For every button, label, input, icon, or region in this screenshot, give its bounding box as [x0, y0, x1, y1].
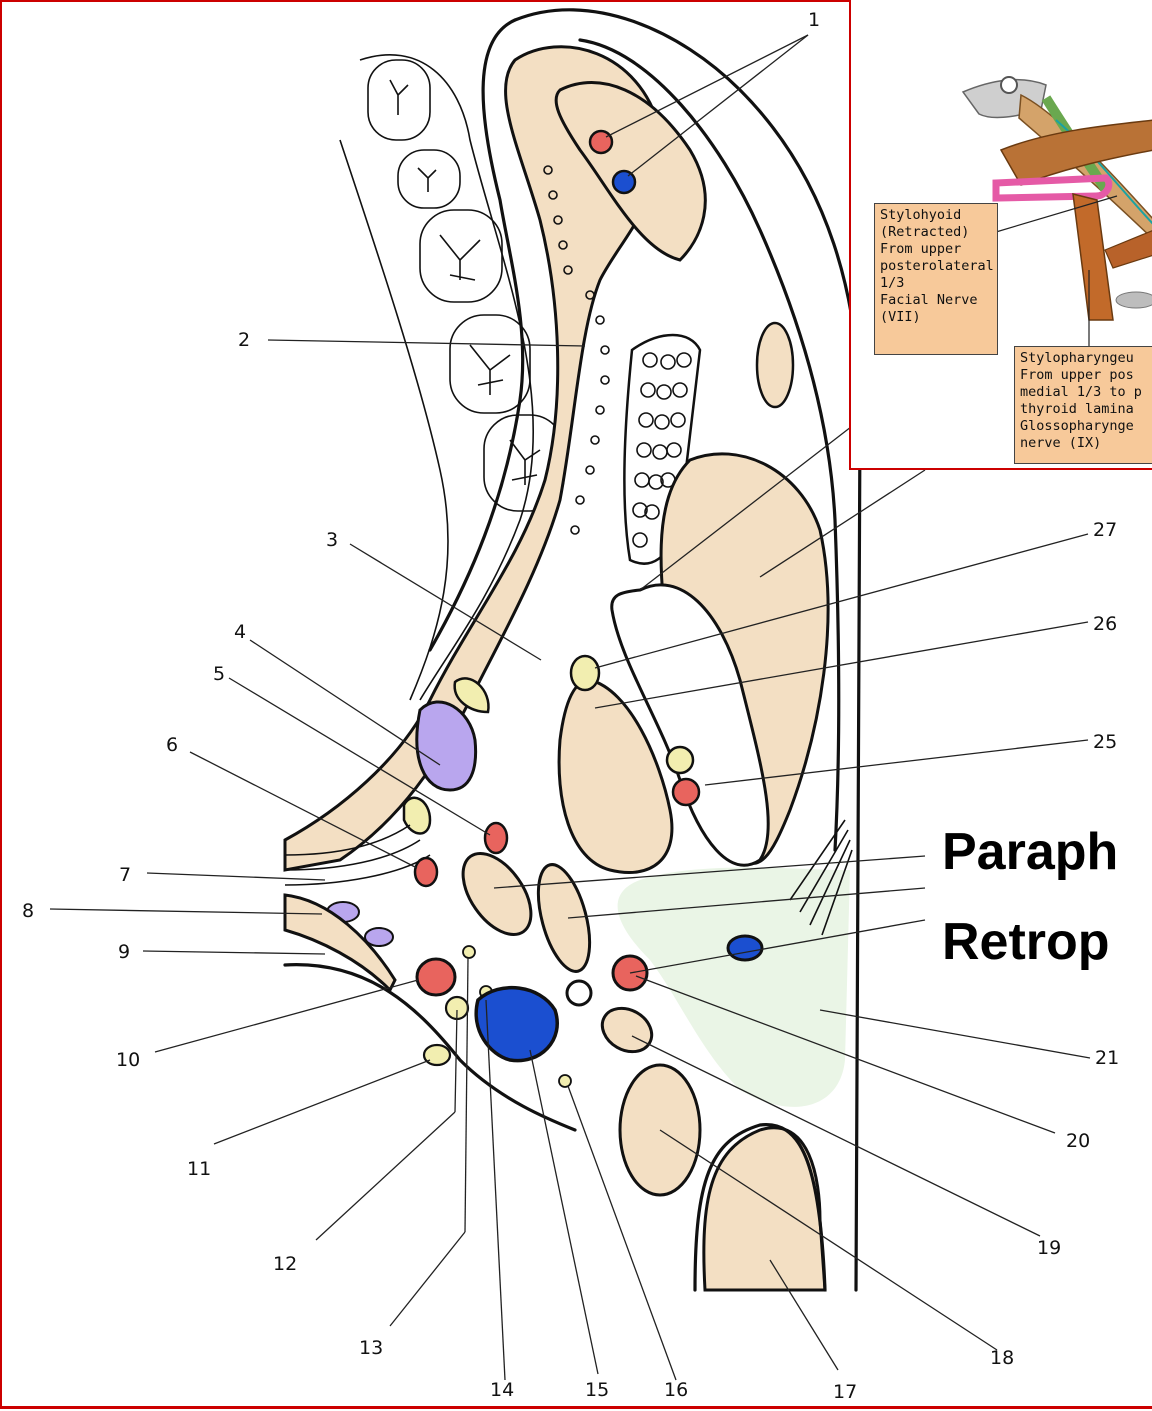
label-5: 5 [213, 663, 225, 685]
label-1: 1 [808, 9, 820, 31]
label-27: 27 [1093, 519, 1117, 541]
overlay-title-retropharyngeal: Retrop [942, 912, 1110, 972]
label-4: 4 [234, 621, 246, 643]
label-20: 20 [1066, 1130, 1090, 1152]
styloid-muscle-a [449, 841, 544, 946]
label-19: 19 [1037, 1237, 1061, 1259]
label-6: 6 [166, 734, 178, 756]
label-12: 12 [273, 1253, 297, 1275]
tooth-row-outline-inner [340, 140, 448, 700]
artery-5 [485, 823, 507, 853]
label-16: 16 [664, 1379, 688, 1401]
muscle-19 [594, 1000, 659, 1061]
nerve-16 [559, 1075, 571, 1087]
styloid-origin [1001, 77, 1017, 93]
label-21: 21 [1095, 1047, 1119, 1069]
label-17: 17 [833, 1381, 857, 1403]
node-mid [404, 798, 430, 834]
overlay-title-parapharyngeal: Paraph [942, 822, 1118, 882]
label-11: 11 [187, 1158, 211, 1180]
label-3: 3 [326, 529, 338, 551]
artery-1 [590, 131, 612, 153]
label-26: 26 [1093, 613, 1117, 635]
label-15: 15 [585, 1379, 609, 1401]
label-14: 14 [490, 1379, 514, 1401]
label-18: 18 [990, 1347, 1014, 1369]
tooth-4 [450, 315, 530, 413]
label-25: 25 [1093, 731, 1117, 753]
retractor-loop [996, 178, 1109, 198]
label-8: 8 [22, 900, 34, 922]
muscle-fragment [1105, 230, 1152, 268]
styloglossus-muscle [1001, 120, 1152, 185]
label-13: 13 [359, 1337, 383, 1359]
styloid-muscle-b [529, 859, 600, 977]
nerve-26 [571, 656, 599, 690]
nerve-25 [667, 747, 693, 773]
tooth-1 [368, 60, 430, 140]
small-muscle-oval [757, 323, 793, 407]
stylopharyngeus-muscle [1073, 194, 1113, 320]
gland-4 [417, 702, 476, 790]
styloid-process [567, 981, 591, 1005]
label-10: 10 [116, 1049, 140, 1071]
tooth-2 [398, 150, 460, 208]
label-2: 2 [238, 329, 250, 351]
nerve-11 [424, 1045, 450, 1065]
stylohyoid-label-box: Stylohyoid (Retracted) From upper poster… [874, 203, 998, 355]
vein-21 [728, 936, 762, 960]
stylopharyngeus-label-box: Stylopharyngeu From upper pos medial 1/3… [1014, 346, 1152, 464]
artery-25 [673, 779, 699, 805]
inset-panel: Stylohyoid (Retracted) From upper poster… [849, 0, 1152, 470]
gray-oval [1116, 292, 1152, 308]
tooth-3 [420, 210, 502, 302]
vein-1 [613, 171, 635, 193]
nerve-13 [463, 946, 475, 958]
artery-10 [417, 959, 455, 995]
prevertebral-muscle-17 [704, 1128, 825, 1290]
label-9: 9 [118, 941, 130, 963]
label-7: 7 [119, 864, 131, 886]
